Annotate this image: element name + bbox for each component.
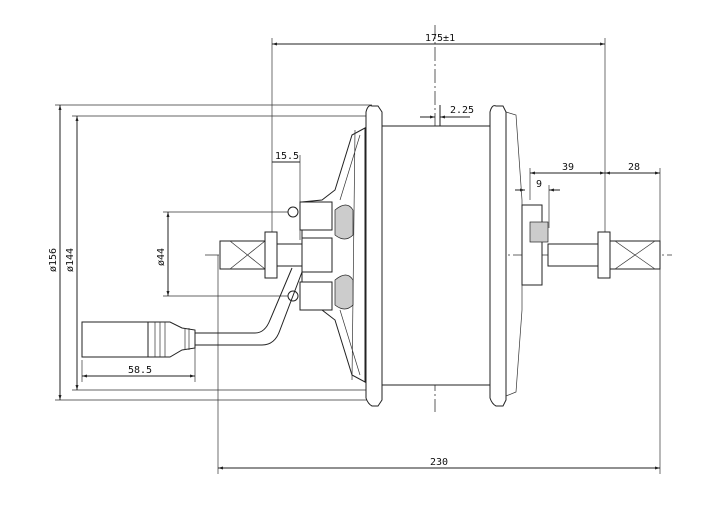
dim-9: 9 [536, 179, 542, 190]
dim-dia-44: ø44 [156, 248, 167, 266]
dim-15-5: 15.5 [275, 151, 299, 162]
extension-lines [55, 38, 661, 474]
dim-2-25: 2.25 [450, 105, 474, 116]
left-axle [219, 231, 303, 279]
dim-dia-144: ø144 [65, 248, 76, 272]
dim-28: 28 [628, 162, 640, 173]
dimension-lines [58, 42, 660, 470]
dim-175: 175±1 [425, 33, 455, 44]
right-axle [521, 204, 661, 286]
dim-58-5: 58.5 [128, 365, 152, 376]
dim-39: 39 [562, 162, 574, 173]
dim-230: 230 [430, 457, 448, 468]
cable-connector [81, 267, 303, 358]
motor-shell [287, 105, 523, 407]
dim-dia-156: ø156 [48, 248, 59, 272]
